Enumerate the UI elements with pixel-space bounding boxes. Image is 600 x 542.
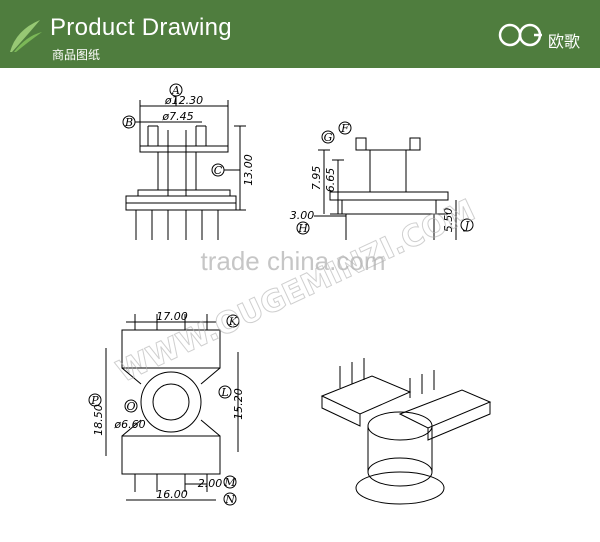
- leaf-icon: [10, 20, 42, 52]
- dim-b: ø7.45: [161, 110, 193, 123]
- dim-j: 5.50: [442, 208, 455, 233]
- label-k: K: [228, 315, 238, 328]
- front-view: [122, 83, 246, 240]
- label-f: F: [340, 122, 349, 135]
- dim-k: 17.00: [156, 310, 188, 323]
- dim-g: 7.95: [310, 166, 323, 191]
- label-c: C: [214, 164, 223, 177]
- label-a: A: [171, 84, 180, 97]
- dim-m: 2.00: [198, 477, 223, 490]
- label-n: N: [224, 493, 235, 506]
- label-h: H: [297, 222, 308, 235]
- bottom-view: [88, 314, 240, 506]
- label-o: O: [126, 400, 135, 413]
- dim-h: 3.00: [290, 209, 315, 222]
- dim-l: 15.20: [232, 388, 245, 420]
- brand-logo-text: 欧歌: [548, 32, 581, 51]
- dim-o: ø6.60: [113, 418, 145, 431]
- label-b: B: [124, 116, 133, 129]
- side-view: [296, 121, 474, 240]
- dim-p: 18.50: [92, 404, 105, 436]
- page-title: Product Drawing: [50, 14, 232, 41]
- label-g: G: [324, 131, 333, 144]
- dim-a: ø12.30: [164, 94, 203, 107]
- label-m: M: [223, 476, 236, 489]
- label-p: P: [90, 394, 99, 407]
- label-l: L: [220, 386, 228, 399]
- label-j: J: [463, 219, 470, 232]
- dim-c: 13.00: [242, 154, 255, 186]
- brand-logo: [498, 23, 542, 47]
- dim-n: 16.00: [156, 488, 188, 501]
- page-subtitle: 商品图纸: [52, 48, 101, 62]
- header-banner: Product Drawing 商品图纸 欧歌: [0, 0, 600, 68]
- isometric-view: [320, 358, 492, 505]
- dim-f: 6.65: [324, 168, 337, 193]
- product-drawing: A ø12.30 B ø7.45 C 13.00 G F 7.95 6.65 3…: [88, 83, 492, 506]
